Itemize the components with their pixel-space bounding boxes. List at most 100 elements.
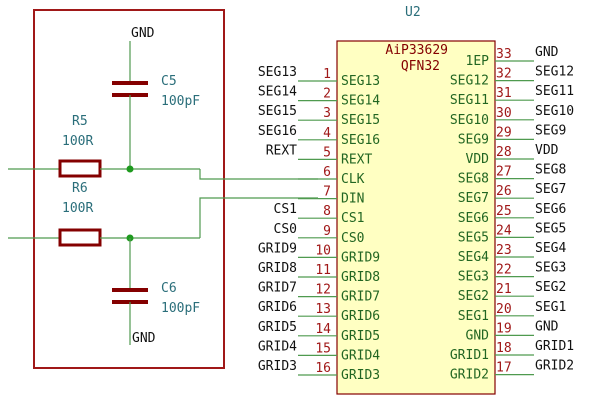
ic-ref: U2 <box>405 5 421 20</box>
pin-2-number: 2 <box>323 87 331 102</box>
pin-15-name: GRID4 <box>341 348 380 363</box>
pin-5-name: REXT <box>341 152 372 167</box>
net-label-seg14: SEG14 <box>258 85 297 100</box>
pin-11-name: GRID8 <box>341 270 380 285</box>
pin-17-number: 17 <box>496 361 512 376</box>
pin-7-number: 7 <box>323 185 331 200</box>
net-label-grid9: GRID9 <box>258 241 297 256</box>
net-label-grid3: GRID3 <box>258 359 297 374</box>
r5-ref: R5 <box>72 114 88 129</box>
pin-19-name: GND <box>466 328 490 343</box>
net-label-seg8: SEG8 <box>535 163 566 178</box>
din-wire <box>199 197 318 238</box>
pin-27-number: 27 <box>496 165 512 180</box>
pin-31-number: 31 <box>496 86 512 101</box>
pin-21-name: SEG2 <box>458 289 489 304</box>
pin-23-name: SEG4 <box>458 250 489 265</box>
pin-24-name: SEG5 <box>458 230 489 245</box>
pin-25-name: SEG6 <box>458 211 489 226</box>
pin-33-name: 1EP <box>466 54 490 69</box>
pin-18-name: GRID1 <box>450 348 489 363</box>
pin-1-name: SEG13 <box>341 74 380 89</box>
net-label-rext: REXT <box>266 143 297 158</box>
pin-10-name: GRID9 <box>341 250 380 265</box>
pin-6-name: CLK <box>341 172 365 187</box>
pin-25-number: 25 <box>496 204 512 219</box>
r5-body <box>58 159 102 178</box>
c6-ref: C6 <box>161 281 177 296</box>
net-label-cs0: CS0 <box>274 222 297 237</box>
pin-19-number: 19 <box>496 321 512 336</box>
net-label-seg2: SEG2 <box>535 280 566 295</box>
net-label-seg10: SEG10 <box>535 104 574 119</box>
net-label-vdd: VDD <box>535 143 559 158</box>
ic-right-pins: 331EPGND32SEG12SEG1231SEG11SEG1130SEG10S… <box>450 45 574 383</box>
pin-29-name: SEG9 <box>458 132 489 147</box>
c6-gnd-label: GND <box>132 331 156 346</box>
net-label-seg4: SEG4 <box>535 241 566 256</box>
pin-22-number: 22 <box>496 263 512 278</box>
net-label-cs1: CS1 <box>274 202 297 217</box>
net-label-grid7: GRID7 <box>258 281 297 296</box>
c5-gnd-label: GND <box>131 26 155 41</box>
filter-block-outline <box>33 9 225 369</box>
net-label-seg12: SEG12 <box>535 65 574 80</box>
ic-package: QFN32 <box>401 59 440 74</box>
c5-value: 100pF <box>161 94 200 109</box>
r6-value: 100R <box>62 201 93 216</box>
net-label-seg13: SEG13 <box>258 65 297 80</box>
r5-junction <box>126 165 134 173</box>
net-label-gnd: GND <box>535 45 559 60</box>
net-label-seg9: SEG9 <box>535 123 566 138</box>
pin-18-number: 18 <box>496 341 512 356</box>
pin-9-number: 9 <box>323 224 331 239</box>
clk-wire <box>199 169 318 180</box>
c5-ref: C5 <box>161 74 177 89</box>
net-label-seg5: SEG5 <box>535 221 566 236</box>
pin-11-number: 11 <box>315 263 331 278</box>
pin-26-name: SEG7 <box>458 191 489 206</box>
pin-8-name: CS1 <box>341 211 364 226</box>
pin-5-number: 5 <box>323 145 331 160</box>
net-label-grid6: GRID6 <box>258 300 297 315</box>
ic-part-name: AiP33629 <box>385 43 448 58</box>
pin-9-name: CS0 <box>341 231 364 246</box>
pin-31-name: SEG11 <box>450 93 489 108</box>
net-label-grid2: GRID2 <box>535 359 574 374</box>
pin-27-name: SEG8 <box>458 172 489 187</box>
pin-8-number: 8 <box>323 204 331 219</box>
pin-28-number: 28 <box>496 145 512 160</box>
pin-20-number: 20 <box>496 302 512 317</box>
r5-value: 100R <box>62 134 93 149</box>
pin-26-number: 26 <box>496 184 512 199</box>
r6-body <box>58 228 102 247</box>
pin-1-number: 1 <box>323 67 331 82</box>
pin-13-name: GRID6 <box>341 309 380 324</box>
pin-29-number: 29 <box>496 125 512 140</box>
net-label-seg15: SEG15 <box>258 104 297 119</box>
pin-15-number: 15 <box>315 341 331 356</box>
c6-value: 100pF <box>161 301 200 316</box>
net-label-grid4: GRID4 <box>258 339 297 354</box>
pin-4-name: SEG16 <box>341 133 380 148</box>
pin-32-number: 32 <box>496 67 512 82</box>
pin-6-number: 6 <box>323 165 331 180</box>
pin-16-name: GRID3 <box>341 368 380 383</box>
pin-23-number: 23 <box>496 243 512 258</box>
pin-28-name: VDD <box>466 152 490 167</box>
pin-17-name: GRID2 <box>450 368 489 383</box>
pin-24-number: 24 <box>496 223 512 238</box>
pin-12-name: GRID7 <box>341 290 380 305</box>
r6-ref: R6 <box>72 181 88 196</box>
pin-32-name: SEG12 <box>450 74 489 89</box>
pin-14-number: 14 <box>315 322 331 337</box>
pin-20-name: SEG1 <box>458 309 489 324</box>
pin-30-name: SEG10 <box>450 113 489 128</box>
pin-3-number: 3 <box>323 106 331 121</box>
net-label-seg3: SEG3 <box>535 261 566 276</box>
net-label-seg11: SEG11 <box>535 84 574 99</box>
pin-14-name: GRID5 <box>341 329 380 344</box>
net-label-seg6: SEG6 <box>535 202 566 217</box>
pin-22-name: SEG3 <box>458 270 489 285</box>
